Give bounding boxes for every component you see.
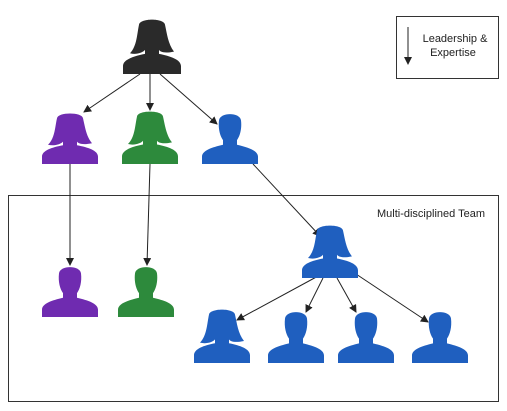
- person-silhouette: [338, 312, 394, 363]
- male-person-purple-member-icon: [42, 267, 98, 317]
- person-silhouette: [123, 19, 181, 74]
- team-label: Multi-disciplined Team: [377, 208, 485, 220]
- male-person-green-member-icon: [118, 267, 174, 317]
- male-person-blue-member-3-icon: [338, 312, 394, 363]
- legend-box: [396, 16, 499, 79]
- person-silhouette: [118, 267, 174, 317]
- arrow-blue-team-lead-to-blue-member-4: [349, 269, 429, 323]
- arrow-leader-to-purple-expert: [83, 73, 141, 113]
- person-silhouette: [268, 312, 324, 363]
- person-silhouette: [302, 225, 358, 278]
- male-person-blue-member-2-icon: [268, 312, 324, 363]
- legend-line-1: Leadership &: [423, 33, 488, 45]
- person-silhouette: [202, 114, 258, 164]
- male-person-blue-member-4-icon: [412, 312, 468, 363]
- female-person-blue-member-1-icon: [194, 309, 250, 363]
- arrow-blue-team-lead-to-blue-member-2: [305, 277, 324, 313]
- legend-line-2: Expertise: [430, 47, 476, 59]
- arrow-leader-to-blue-expert: [159, 73, 218, 125]
- person-silhouette: [42, 267, 98, 317]
- arrow-blue-team-lead-to-blue-member-1: [236, 274, 321, 321]
- female-person-blue-team-lead-icon: [302, 225, 358, 278]
- male-person-blue-expert-icon: [202, 114, 258, 164]
- arrow-blue-team-lead-to-blue-member-3: [336, 277, 357, 313]
- female-person-leader-icon: [123, 19, 181, 74]
- person-silhouette: [122, 111, 178, 164]
- person-silhouette: [412, 312, 468, 363]
- person-silhouette: [194, 309, 250, 363]
- female-person-green-expert-icon: [122, 111, 178, 164]
- person-silhouette: [42, 113, 98, 164]
- arrow-green-expert-to-green-member: [143, 163, 152, 266]
- female-person-purple-expert-icon: [42, 113, 98, 164]
- team-box: [8, 195, 499, 402]
- arrow-blue-expert-to-blue-team-lead: [252, 163, 321, 237]
